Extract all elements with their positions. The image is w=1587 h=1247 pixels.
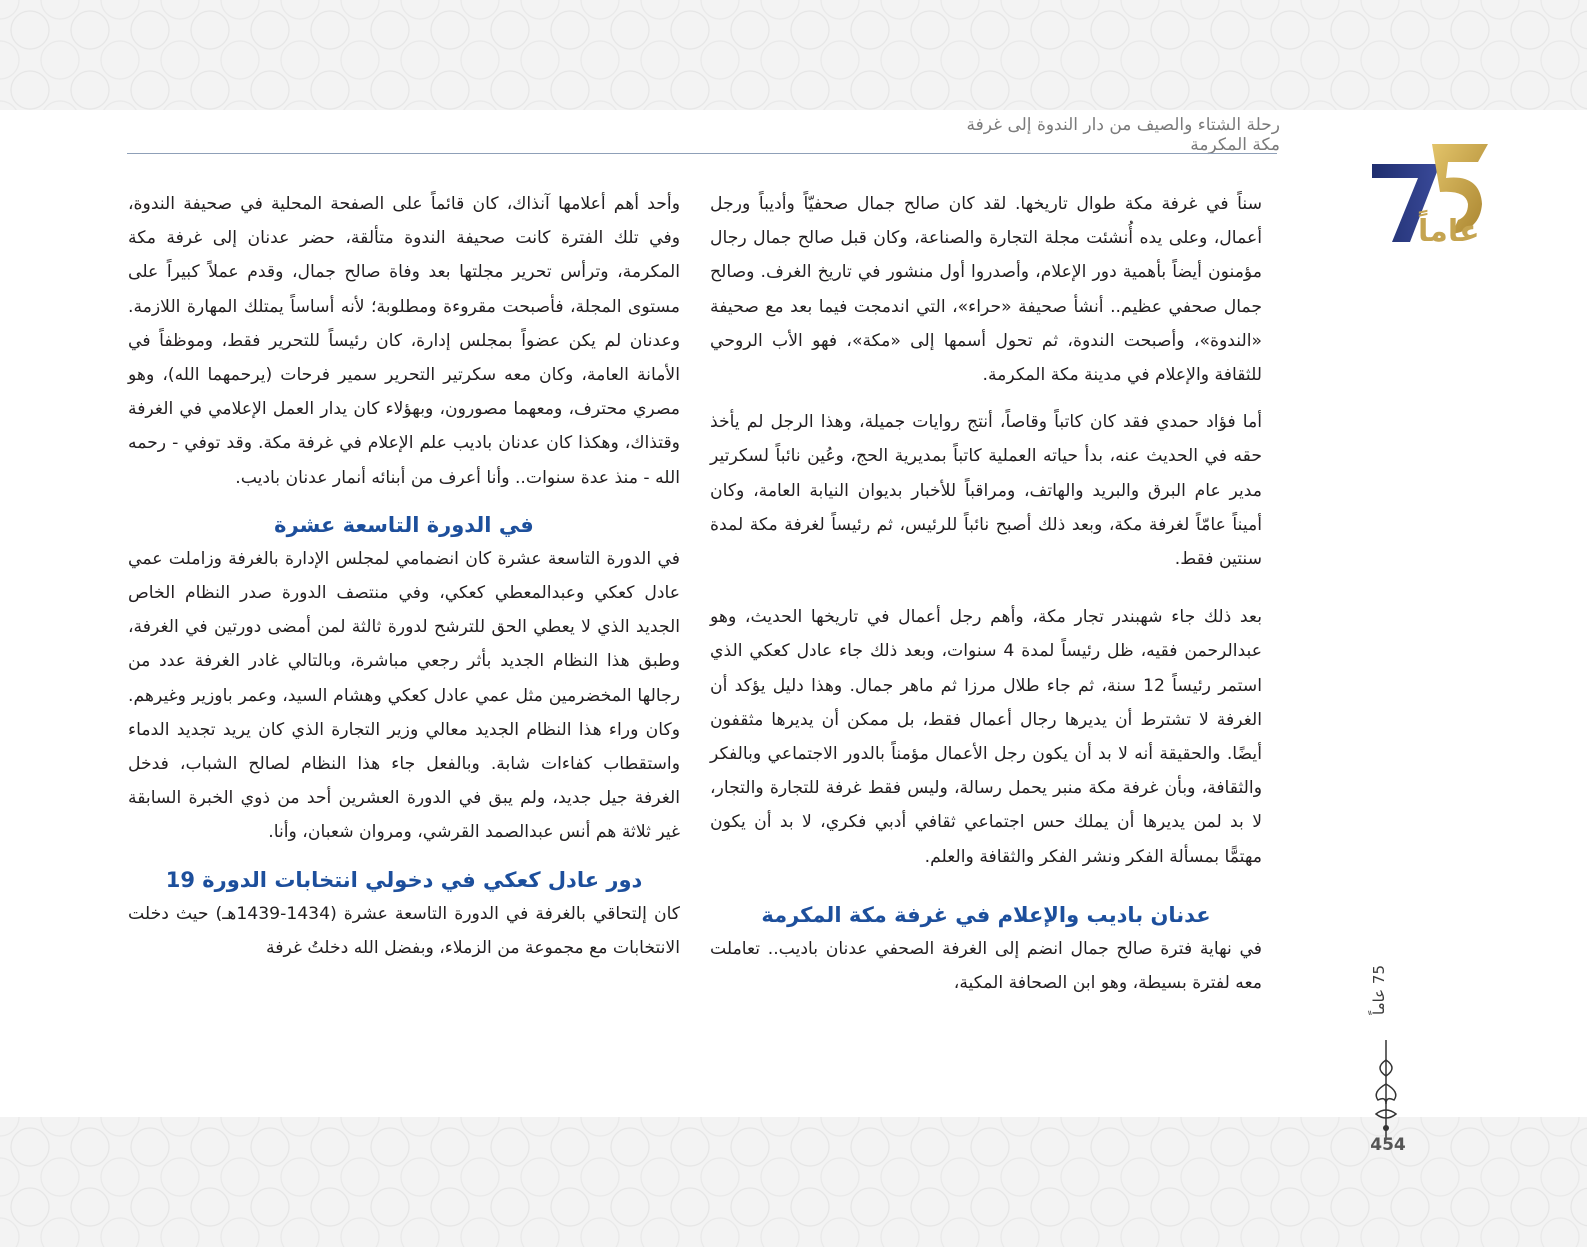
section-heading: في الدورة التاسعة عشرة bbox=[274, 512, 534, 537]
sidebar-years-label: 75 عاماً bbox=[1370, 965, 1388, 1015]
section-heading: دور عادل كعكي في دخولي انتخابات الدورة 1… bbox=[165, 867, 643, 892]
paragraph: أما فؤاد حمدي فقد كان كاتباً وقاصاً، أنت… bbox=[710, 412, 1262, 570]
paragraph: في الدورة التاسعة عشرة كان انضمامي لمجلس… bbox=[128, 548, 680, 843]
paragraph: وأحد أهم أعلامها آنذاك، كان قائماً على ا… bbox=[128, 194, 680, 488]
paragraph: في نهاية فترة صالح جمال انضم إلى الغرفة … bbox=[710, 938, 1262, 994]
masthead-title: رحلة الشتاء والصيف من دار الندوة إلى غرف… bbox=[966, 115, 1280, 155]
anniversary-logo bbox=[1372, 144, 1488, 242]
page-number: 454 bbox=[1370, 1135, 1406, 1155]
paragraph: بعد ذلك جاء شهبندر تجار مكة، وأهم رجل أع… bbox=[710, 607, 1262, 867]
section-heading: عدنان باديب والإعلام في غرفة مكة المكرمة bbox=[761, 902, 1211, 927]
paragraph: سناً في غرفة مكة طوال تاريخها. لقد كان ص… bbox=[710, 194, 1262, 386]
left-column: وأحد أهم أعلامها آنذاك، كان قائماً على ا… bbox=[128, 187, 680, 965]
header-rule bbox=[127, 153, 1277, 154]
bottom-pattern-band bbox=[0, 1117, 1587, 1247]
logo-caption: عاماً bbox=[1418, 214, 1480, 249]
paragraph: كان إلتحاقي بالغرفة في الدورة التاسعة عش… bbox=[128, 903, 680, 958]
ornament-icon bbox=[1374, 1040, 1398, 1140]
top-pattern-band bbox=[0, 0, 1587, 110]
right-column: سناً في غرفة مكة طوال تاريخها. لقد كان ص… bbox=[710, 187, 1262, 1000]
